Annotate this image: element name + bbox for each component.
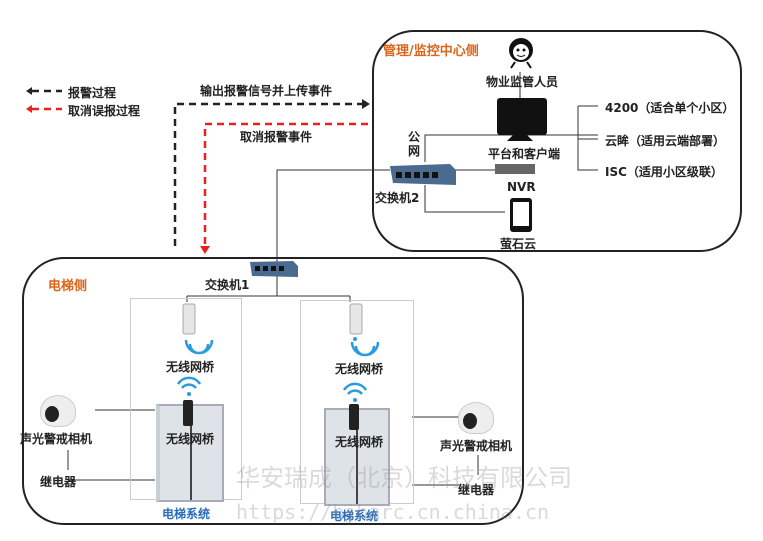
relay-label: 继电器 [458, 483, 495, 497]
cancel-flow-line [203, 122, 368, 246]
alarm-arrowhead [362, 99, 370, 109]
switch2-label: 交换机2 [375, 191, 420, 205]
camera-icon [40, 395, 76, 427]
platform-option-yunmou: 云眸（适用云端部署） [605, 134, 726, 148]
phone-icon [510, 198, 532, 232]
platform-option-isc: ISC（适用小区级联） [605, 165, 723, 179]
bridge-ap-icon [182, 303, 196, 335]
camera-icon [458, 402, 494, 434]
bridge-station-icon [349, 404, 359, 430]
management-title: 管理/监控中心侧 [383, 44, 479, 59]
switch1-icon [250, 261, 298, 277]
legend-alarm-arrowhead [26, 87, 32, 95]
monitor-icon [497, 98, 547, 135]
alarm-flow-line [173, 102, 362, 246]
platform-label: 平台和客户端 [488, 147, 561, 161]
bridge-label: 无线网桥 [335, 435, 384, 449]
bridge-ap-icon [349, 303, 363, 335]
bridge-station-icon [183, 400, 193, 426]
camera-label: 声光警戒相机 [440, 439, 513, 453]
switch2-icon [390, 164, 456, 185]
watermark-company: 华安瑞成（北京）科技有限公司 [236, 464, 572, 492]
elevator-system-label: 电梯系统 [330, 509, 379, 523]
legend-cancel-label: 取消误报过程 [68, 104, 141, 118]
nvr-icon [495, 164, 535, 174]
nvr-label: NVR [507, 180, 536, 194]
cancel-arrowhead [200, 246, 210, 254]
wifi-icons [176, 339, 380, 395]
staff-label: 物业监管人员 [486, 75, 559, 89]
platform-option-4200: 4200（适合单个小区） [605, 101, 735, 115]
cloud-label: 萤石云 [500, 237, 537, 251]
cancel-flow-label: 取消报警事件 [240, 130, 313, 144]
management-side-box [372, 30, 742, 252]
elevator-system-label: 电梯系统 [162, 507, 211, 521]
bridge-label: 无线网桥 [166, 432, 215, 446]
legend-alarm-label: 报警过程 [68, 86, 117, 100]
relay-label: 继电器 [40, 475, 77, 489]
switch1-label: 交换机1 [205, 278, 250, 292]
legend-cancel-arrowhead [26, 105, 32, 113]
bridge-label: 无线网桥 [335, 362, 384, 376]
elevator-side-box [22, 257, 524, 525]
public-net-label: 公网 [408, 130, 421, 158]
watermark-url: https://bjharc.cn.china.cn [236, 500, 550, 524]
person-icon [509, 38, 533, 69]
elevator-side-title: 电梯侧 [48, 279, 88, 294]
bridge-label: 无线网桥 [166, 360, 215, 374]
upload-flow-label: 输出报警信号并上传事件 [200, 84, 333, 98]
camera-label: 声光警戒相机 [20, 432, 93, 446]
